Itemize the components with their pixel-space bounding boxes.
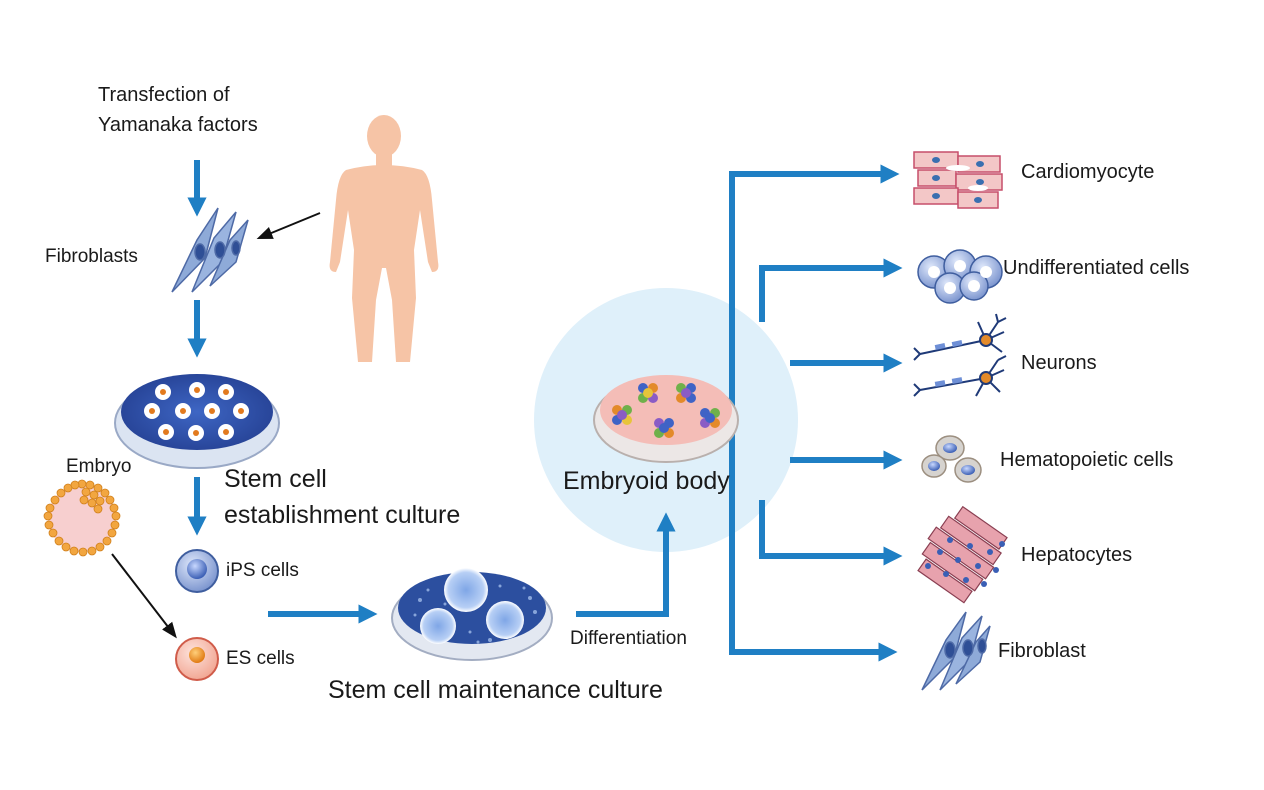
establishment-dish-icon	[114, 374, 280, 469]
es-cell-icon	[175, 637, 219, 681]
es-cells-label: ES cells	[226, 648, 295, 669]
stem-cell-establishment-label-line2: establishment culture	[224, 501, 461, 529]
output-label-hepatocytes: Hepatocytes	[1021, 544, 1133, 566]
maintenance-dish-icon	[391, 568, 553, 661]
arrow-body-to-fibroblasts	[256, 212, 321, 240]
fibroblasts-label: Fibroblasts	[45, 246, 138, 267]
embryoid-dish-icon	[593, 375, 739, 463]
output-label-cardiomyocyte: Cardiomyocyte	[1021, 161, 1155, 183]
arrow-to-hepatocytes	[759, 500, 903, 566]
stem-cell-maintenance-label: Stem cell maintenance culture	[328, 676, 663, 704]
arrow-to-cardiomyocyte	[729, 164, 900, 470]
embryoid-aggregates	[612, 383, 720, 438]
embryo-label: Embryo	[66, 456, 132, 477]
output-label-undifferentiated-cells: Undifferentiated cells	[1003, 257, 1190, 279]
output-label-hematopoietic-cells: Hematopoietic cells	[1000, 449, 1174, 471]
differentiation-label: Differentiation	[570, 628, 687, 649]
hematopoietic-cells-icon	[921, 435, 982, 483]
output-label-neurons: Neurons	[1021, 352, 1097, 374]
ips-cell-icon	[175, 549, 219, 593]
neuron-icon	[913, 313, 1007, 397]
embryo-icon	[43, 479, 121, 557]
embryoid-body-label: Embryoid body	[563, 467, 730, 495]
transfection-label-line1: Transfection of	[98, 84, 230, 106]
flow-arrows	[187, 160, 903, 662]
fibroblasts-icon	[171, 207, 249, 293]
arrow-to-undifferentiated	[759, 258, 903, 322]
transfection-label-line2: Yamanaka factors	[98, 114, 258, 136]
human-body-icon	[329, 115, 439, 362]
stem-cell-establishment-label-line1: Stem cell	[224, 465, 327, 493]
cardiomyocyte-icon	[913, 151, 1003, 209]
undifferentiated-cells-icon	[917, 249, 1003, 304]
arrow-maintenance-to-embryoid	[576, 512, 676, 617]
output-label-fibroblast: Fibroblast	[998, 640, 1086, 662]
ips-cells-label: iPS cells	[226, 560, 299, 581]
arrow-embryo-to-es	[111, 553, 177, 639]
fibroblast-icon	[921, 611, 991, 691]
hepatocytes-icon	[917, 505, 1008, 604]
